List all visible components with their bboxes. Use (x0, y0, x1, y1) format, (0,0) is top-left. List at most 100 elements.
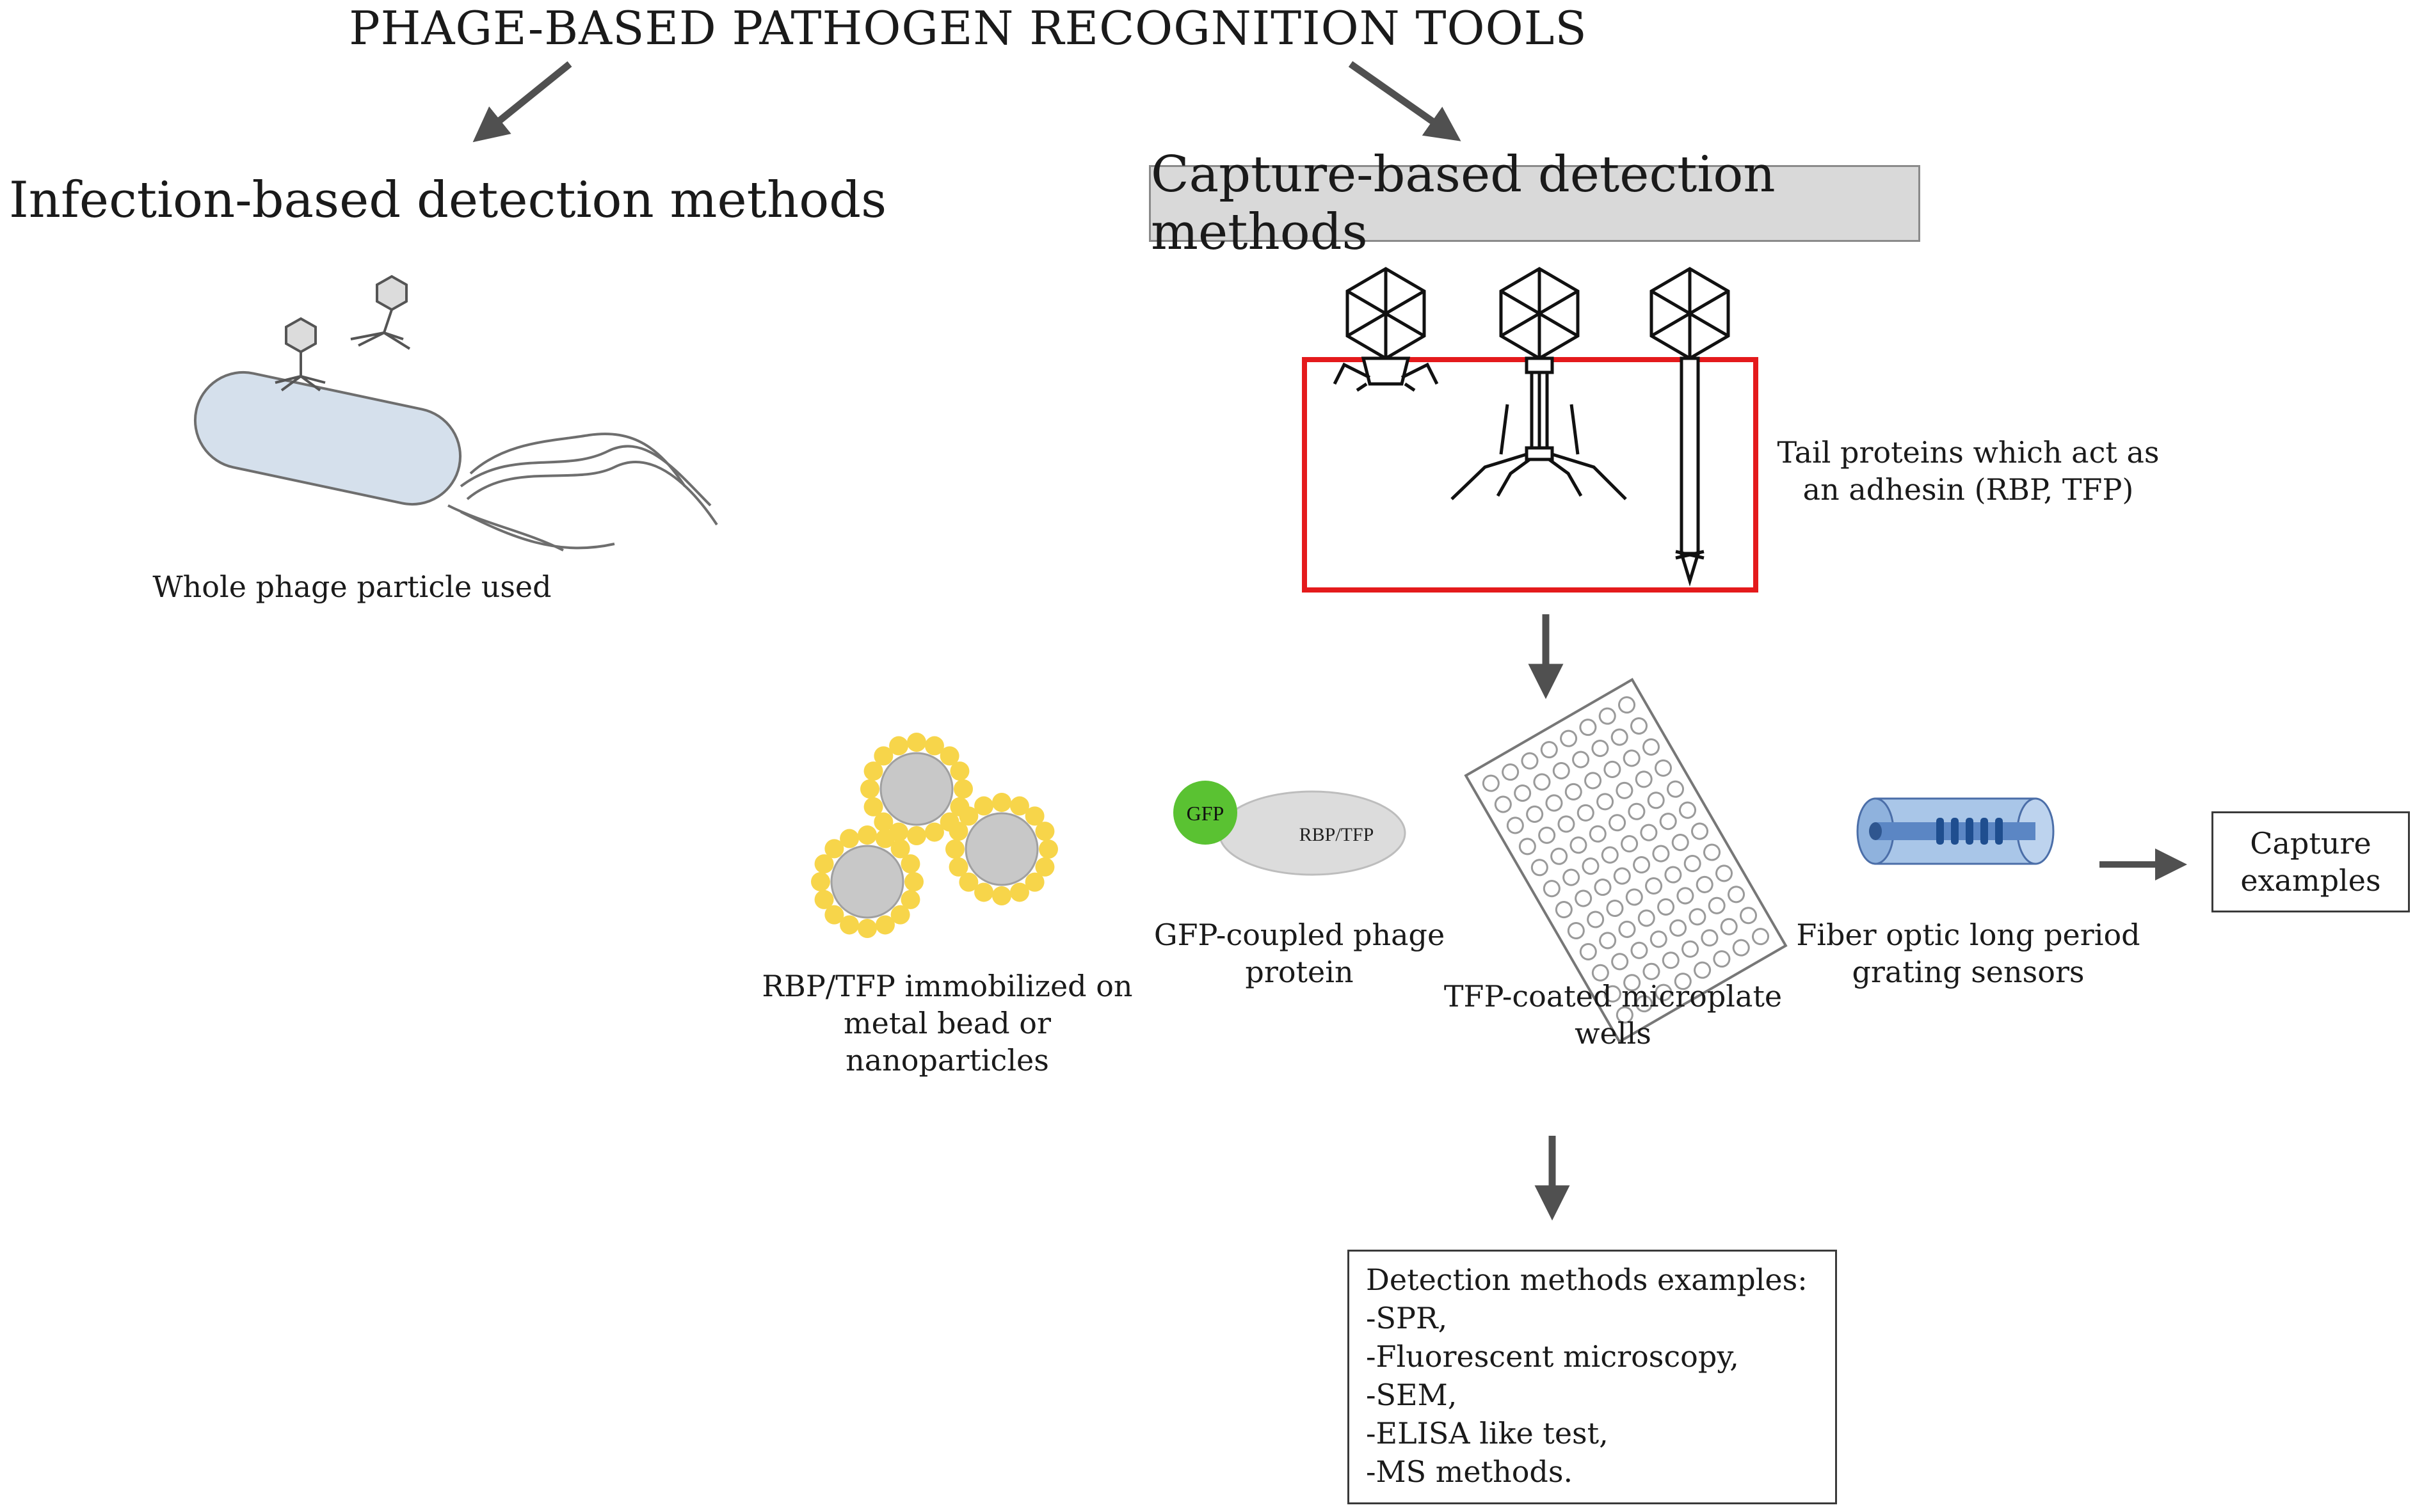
bead-dot (1025, 806, 1045, 826)
bead-dot (924, 736, 944, 756)
plate-well (1526, 805, 1544, 823)
bead-dot (889, 736, 909, 756)
bead-dot (974, 882, 994, 902)
plate-well (1606, 899, 1624, 917)
bead-dot (863, 761, 883, 781)
bead-dot (858, 825, 877, 845)
plate-well (1667, 780, 1685, 798)
plate-well (1506, 816, 1524, 834)
plate-well (1591, 740, 1609, 758)
bead-dot (959, 872, 979, 892)
plate-well (1642, 738, 1660, 756)
plate-well (1616, 781, 1633, 799)
bead-dot (858, 919, 877, 938)
plate-well (1521, 752, 1539, 770)
plate-well (1691, 822, 1709, 840)
fiber-optic-illustration (1856, 797, 2055, 865)
bead-dot (959, 806, 979, 826)
plate-well (1618, 920, 1636, 938)
bead-dot (863, 797, 883, 816)
plate-well (1635, 995, 1653, 1013)
plate-well (1621, 835, 1639, 853)
tail-caption-line: an adhesin (RBP, TFP) (1802, 472, 2134, 507)
bead-dot (1039, 840, 1058, 859)
rbp-tfp-label: RBP/TFP (1299, 824, 1374, 845)
gfp-caption: GFP-coupled phage protein (1139, 916, 1459, 991)
plate-well (1611, 953, 1629, 971)
detection-item: -MS methods. (1366, 1454, 1573, 1489)
plate-well (1577, 804, 1594, 822)
plate-well (1591, 964, 1609, 982)
plate-well (1616, 1006, 1633, 1024)
caption-line: protein (1245, 955, 1354, 989)
phage-long-tail (1649, 267, 1730, 587)
bead-dot (860, 779, 879, 799)
bead-dot (949, 822, 968, 841)
bead-dot (814, 854, 834, 874)
plate-well (1518, 838, 1536, 855)
plate-well (1732, 939, 1750, 957)
plate-well (1494, 795, 1512, 813)
bead-dot (890, 905, 910, 925)
plate-well (1538, 826, 1556, 844)
plate-well (1545, 794, 1563, 812)
plate-well (1598, 707, 1616, 725)
plate-well (1640, 824, 1658, 841)
plate-well (1671, 834, 1689, 852)
plate-well (1552, 762, 1570, 780)
plate-well (1720, 918, 1738, 935)
plate-well (1633, 856, 1651, 874)
plate-well (1589, 825, 1607, 843)
bead-dot (1025, 872, 1045, 892)
gfp-circle (1173, 781, 1237, 845)
capture-examples-line: examples (2240, 863, 2381, 898)
plate-well (1674, 973, 1692, 991)
bead-dot (901, 889, 920, 909)
bead-dot (907, 733, 926, 752)
plate-well (1557, 815, 1575, 833)
plate-well (1630, 717, 1648, 735)
bead-core (830, 845, 904, 919)
plate-well (1696, 875, 1713, 893)
plate-well (1676, 887, 1694, 905)
bead-core (965, 812, 1039, 886)
plate-well (1701, 929, 1719, 947)
plate-well (1575, 889, 1593, 907)
bead-dot (949, 857, 968, 877)
plate-well (1596, 793, 1614, 811)
plate-well (1584, 772, 1602, 790)
bead-dot (904, 872, 924, 891)
bead-dot (840, 829, 860, 848)
plate-well (1708, 896, 1726, 914)
plate-well (1594, 879, 1612, 896)
plate-well (1655, 759, 1673, 777)
plate-well (1635, 770, 1653, 788)
bead-dot (890, 839, 910, 859)
plate-well (1623, 749, 1641, 767)
plate-well (1572, 751, 1590, 768)
plate-well (1630, 941, 1648, 959)
phage-short-tail (1333, 267, 1439, 392)
bead-dot (1009, 796, 1029, 816)
bead-dot (940, 746, 959, 766)
bead-dot (954, 779, 973, 799)
bead-dot (824, 905, 844, 925)
plate-well (1560, 729, 1578, 747)
plate-well (1582, 857, 1600, 875)
plate-well (1543, 880, 1561, 898)
plate-well (1647, 792, 1665, 809)
nanoparticle-beads (811, 733, 1058, 938)
plate-well (1703, 843, 1721, 861)
plate-well (1628, 802, 1646, 820)
plate-well (1562, 868, 1580, 886)
caption-line: metal bead or (844, 1006, 1051, 1040)
gfp-protein-illustration: GFP RBP/TFP (1173, 781, 1406, 876)
plate-well (1694, 961, 1712, 979)
plate-well (1637, 909, 1655, 927)
detection-methods-box: Detection methods examples: -SPR, -Fluor… (1347, 1250, 1837, 1504)
plate-well (1683, 854, 1701, 872)
plate-well (1657, 898, 1675, 916)
plate-well (1645, 877, 1663, 895)
plate-well (1579, 943, 1597, 960)
